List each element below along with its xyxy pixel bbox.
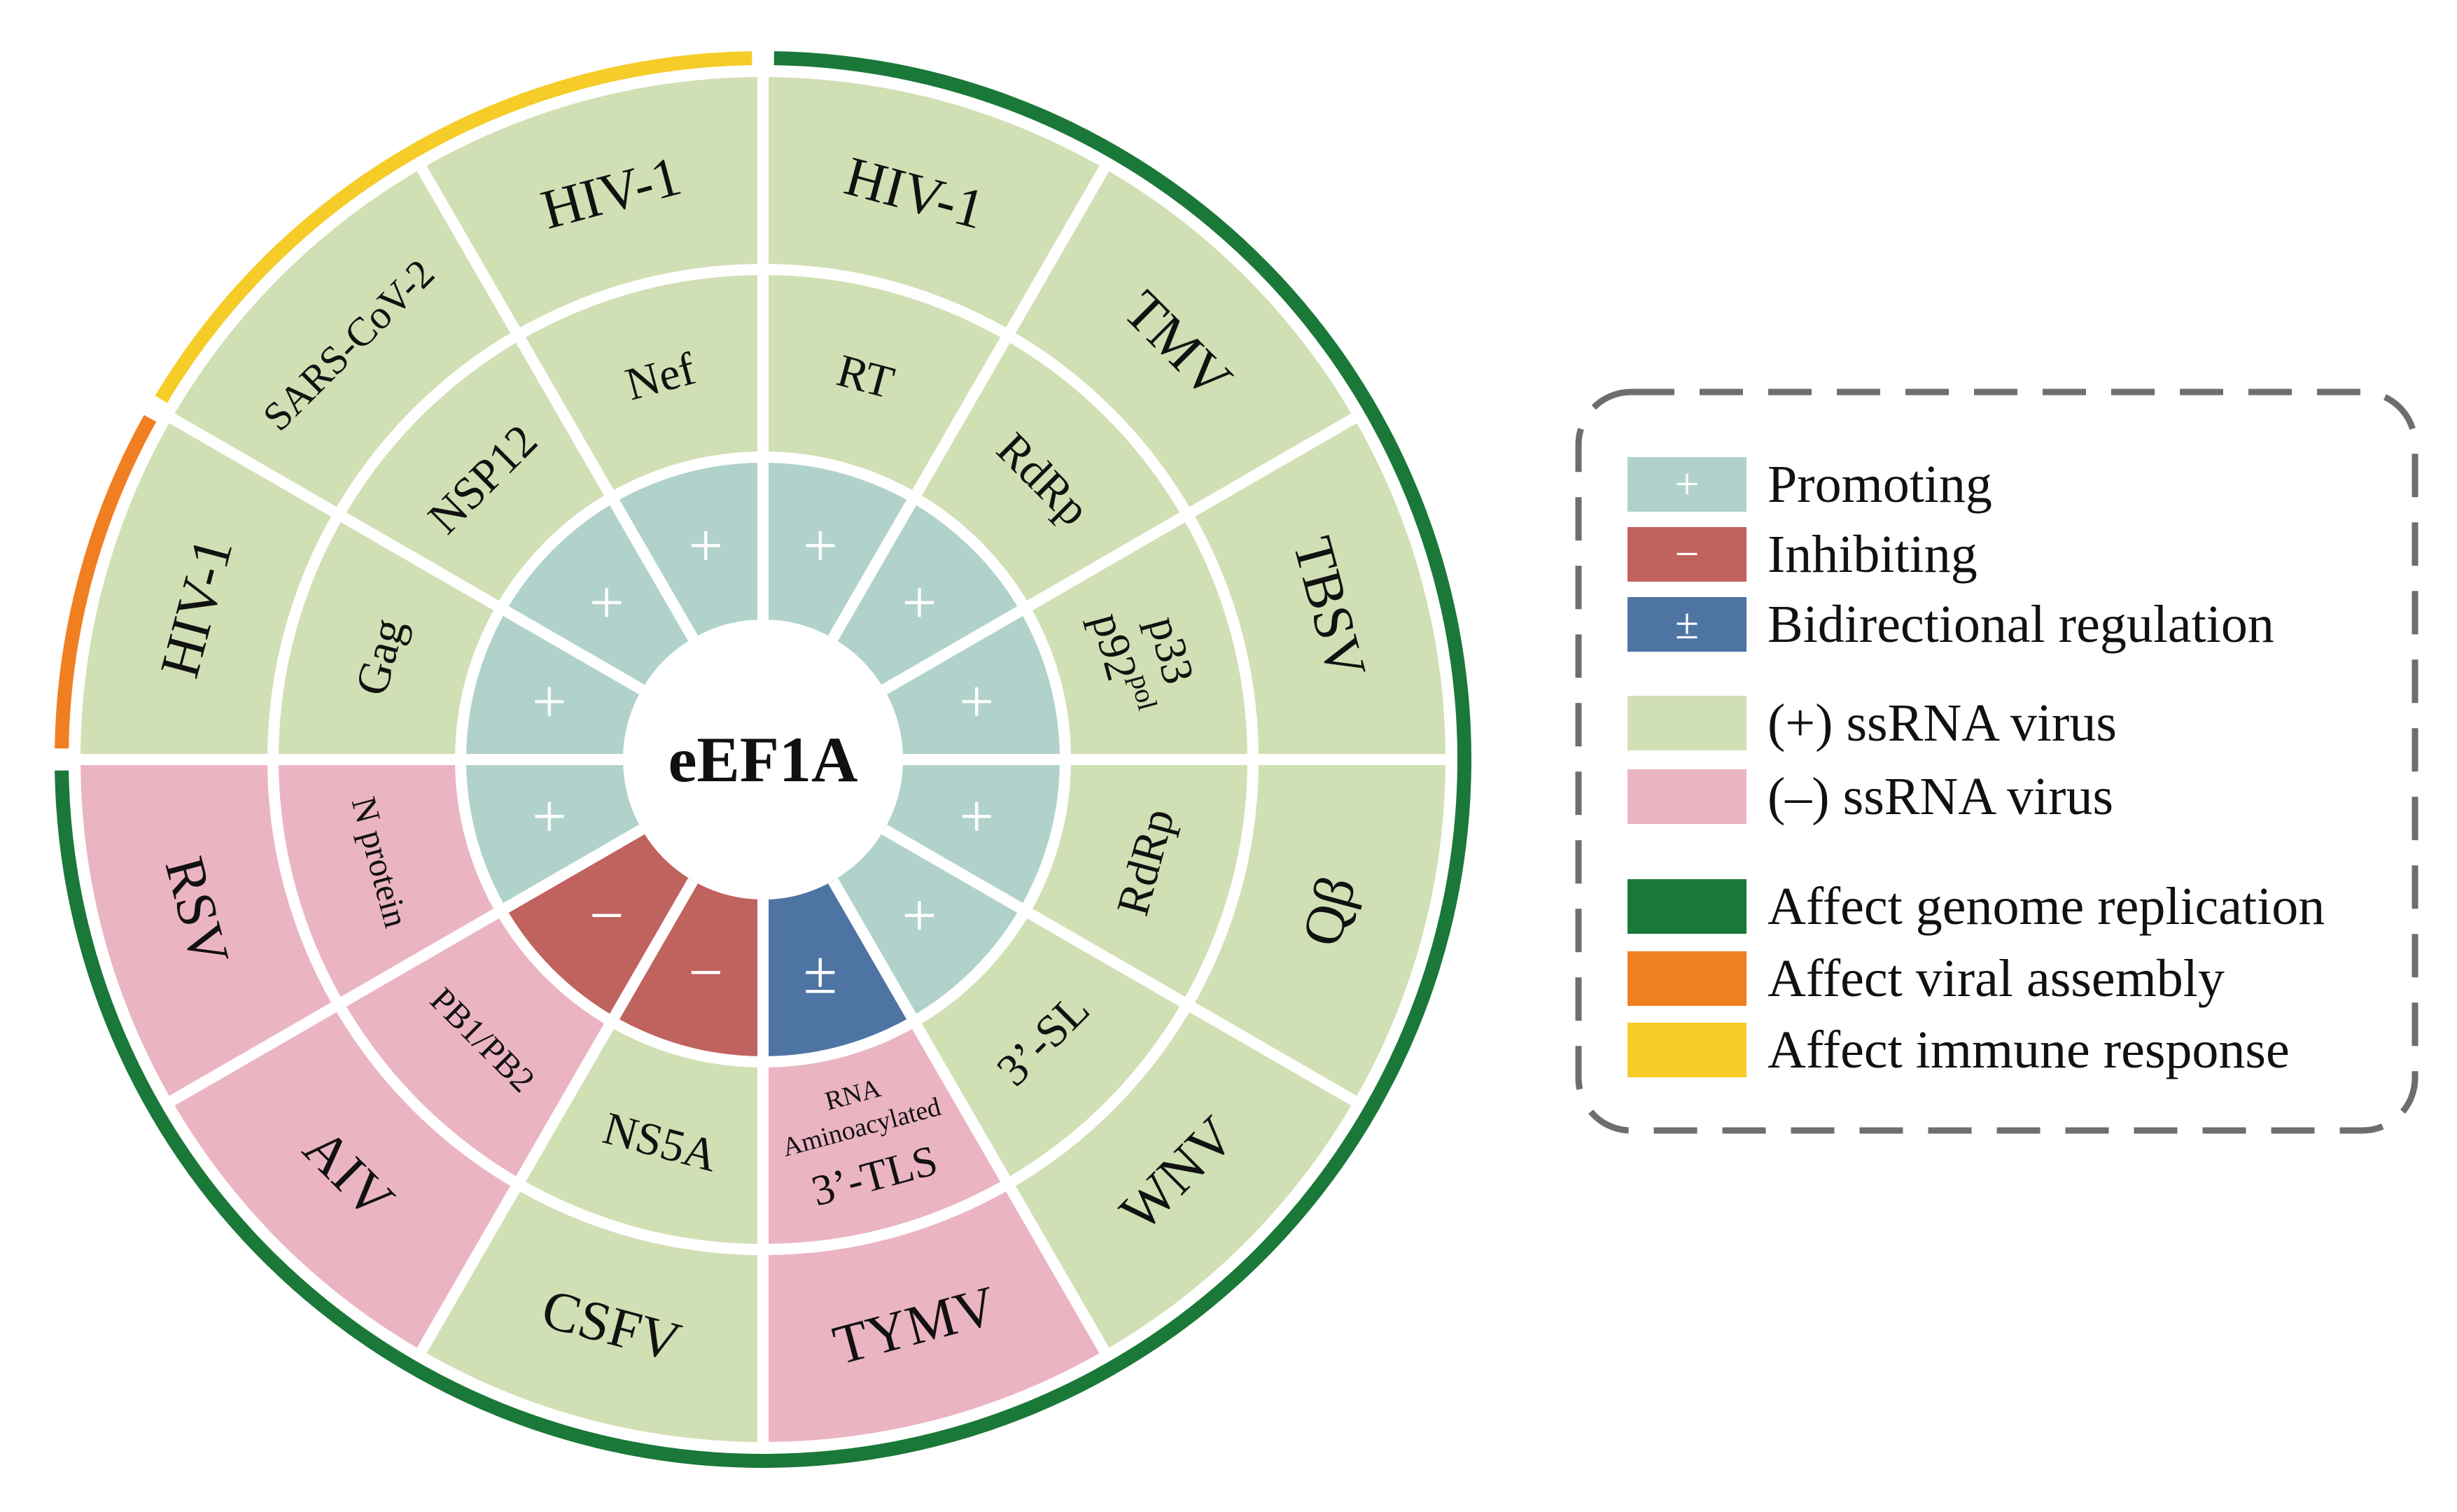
virus-cell xyxy=(172,1004,518,1351)
legend-virus-type-label: (+) ssRNA virus xyxy=(1768,694,2117,752)
legend-virus-type-swatch xyxy=(1628,769,1746,824)
effect-cell xyxy=(500,497,693,690)
legend-effect-swatch xyxy=(1628,527,1746,582)
virus-cell xyxy=(1008,1004,1354,1351)
target-cell xyxy=(338,911,612,1184)
legend-virus-type-swatch xyxy=(1628,696,1746,750)
virus-cell xyxy=(763,77,1105,335)
virus-cell xyxy=(763,1184,1105,1442)
center-hub: eEF1A xyxy=(624,621,902,898)
legend-effect-symbol: + xyxy=(1675,461,1700,508)
legend-function-swatch xyxy=(1628,1023,1746,1077)
radial-divider xyxy=(415,878,698,1356)
effect-cell xyxy=(612,881,763,1062)
effect-cell xyxy=(612,457,763,638)
radial-divider xyxy=(881,825,1359,1107)
legend-effect-label: Bidirectional regulation xyxy=(1768,595,2274,654)
legend-effect-label: Promoting xyxy=(1768,455,1992,514)
target-cell xyxy=(914,911,1188,1184)
radial-divider xyxy=(828,878,1111,1356)
effect-cell xyxy=(884,760,1065,911)
radial-divider xyxy=(415,163,698,641)
effect-cell xyxy=(833,497,1026,690)
effect-sign: ± xyxy=(804,939,837,1007)
effect-cell xyxy=(763,457,914,638)
legend-function-swatch xyxy=(1628,879,1746,934)
legend-virus-type-label: (–) ssRNA virus xyxy=(1768,767,2113,826)
target-cell xyxy=(914,335,1188,608)
effect-sign: + xyxy=(589,569,624,637)
effect-sign: + xyxy=(803,512,838,580)
radial-divider xyxy=(167,412,645,694)
effect-sign: + xyxy=(532,783,567,850)
legend-effect-label: Inhibiting xyxy=(1768,525,1977,584)
legend-effect-symbol: − xyxy=(1675,531,1700,578)
center-circle xyxy=(624,621,902,898)
legend-function-label: Affect immune response xyxy=(1768,1021,2290,1079)
effect-sign: + xyxy=(959,668,994,736)
center-label: eEF1A xyxy=(668,724,858,795)
legend-function-label: Affect viral assembly xyxy=(1768,949,2225,1008)
effect-cell xyxy=(461,608,642,760)
effect-sign: + xyxy=(902,569,937,637)
legend-border xyxy=(1575,388,2418,1134)
effect-cell xyxy=(833,830,1026,1022)
virus-cell xyxy=(1187,760,1446,1101)
target-cell xyxy=(338,335,612,608)
effect-cell xyxy=(884,608,1065,760)
virus-cell xyxy=(1008,168,1354,514)
effect-cell xyxy=(461,760,642,911)
radial-divider xyxy=(167,825,645,1107)
effect-sign: − xyxy=(589,882,624,950)
legend-effect-swatch xyxy=(1628,457,1746,512)
legend: + Promoting − Inhibiting ± Bidirectional regu… xyxy=(1575,388,2418,1134)
effect-cell xyxy=(763,881,914,1062)
virus-cell xyxy=(80,760,339,1101)
radial-divider xyxy=(881,412,1359,694)
effect-sign: + xyxy=(688,512,723,580)
viral-assembly-arc xyxy=(55,414,157,749)
virus-cell xyxy=(1187,418,1446,760)
legend-function-swatch xyxy=(1628,951,1746,1006)
effect-sign: + xyxy=(532,668,567,736)
legend-effect-symbol: ± xyxy=(1675,601,1699,648)
virus-cell xyxy=(421,1184,763,1442)
effect-sign: + xyxy=(902,882,937,950)
radial-divider xyxy=(828,163,1111,641)
legend-function-label: Affect genome replication xyxy=(1768,877,2325,936)
virus-cell xyxy=(421,77,763,335)
effect-cell xyxy=(500,830,693,1022)
ring-layer: HIV-1RT+TMVRdRp+TBSVp33p92pol+QβRdRp+WNV… xyxy=(55,51,1471,1468)
virus-cell xyxy=(172,168,518,514)
legend-effect-swatch xyxy=(1628,597,1746,652)
effect-sign: − xyxy=(688,939,723,1007)
effect-sign: + xyxy=(959,783,994,850)
virus-cell xyxy=(80,418,339,760)
